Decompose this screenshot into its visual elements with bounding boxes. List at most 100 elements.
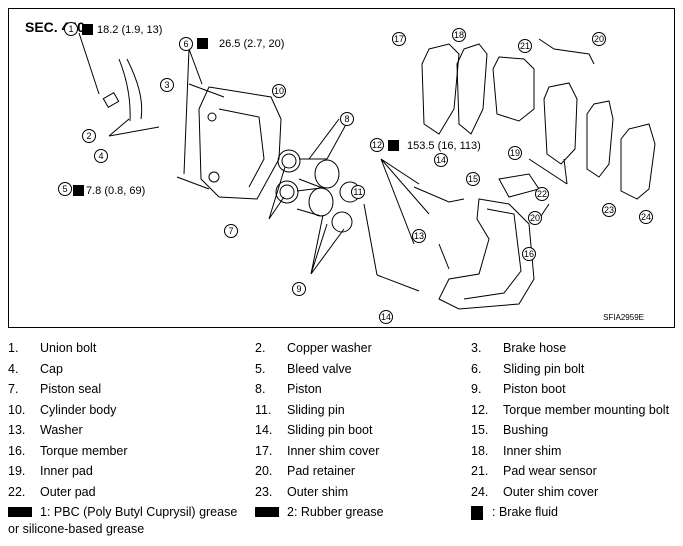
- legend-label: Washer: [40, 423, 83, 437]
- svg-text:20: 20: [594, 34, 604, 44]
- legend-label: Sliding pin: [287, 402, 345, 417]
- svg-text:13: 13: [414, 231, 424, 241]
- torque-icon: [388, 140, 399, 151]
- legend-label: Pad retainer: [287, 464, 356, 478]
- torque-t1: 18.2 (1.9, 13): [97, 24, 162, 36]
- legend-label: Inner pad: [40, 464, 93, 478]
- svg-text:6: 6: [183, 39, 188, 49]
- legend-number: 1.: [8, 341, 19, 355]
- svg-text:10: 10: [274, 86, 284, 96]
- legend-number: 5.: [255, 361, 266, 376]
- svg-text:9: 9: [296, 284, 301, 294]
- legend-label: Cap: [40, 361, 63, 376]
- callout-20: 20: [592, 32, 606, 46]
- legend-label: Outer shim: [287, 484, 349, 499]
- legend-label: Torque member mounting bolt: [503, 402, 670, 417]
- svg-text:7: 7: [228, 226, 233, 236]
- legend-number: 23.: [255, 484, 273, 499]
- callout-6: 6: [179, 37, 193, 51]
- callout-5: 5: [58, 182, 72, 196]
- callout-14: 14: [434, 153, 448, 167]
- legend-label: Bushing: [503, 423, 549, 437]
- legend-label: Pad wear sensor: [503, 464, 597, 478]
- parts-legend: 1. Union bolt 2. Copper washer 3. Brake hose 4…: [0, 333, 683, 546]
- legend-number: 6.: [471, 361, 482, 376]
- key-grease-2: 2: Rubber grease: [287, 505, 384, 519]
- callout-19: 19: [508, 146, 522, 160]
- svg-text:23: 23: [604, 205, 614, 215]
- legend-number: 24.: [471, 484, 489, 499]
- callout-9: 9: [292, 282, 306, 296]
- torque-t12: 153.5 (16, 113): [407, 140, 481, 152]
- callout-14-lower: 14: [379, 310, 393, 324]
- callout-23: 23: [602, 203, 616, 217]
- callout-13: 13: [412, 229, 426, 243]
- svg-text:24: 24: [641, 212, 651, 222]
- legend-label: Piston seal: [40, 382, 102, 396]
- legend-number: 21.: [471, 464, 489, 478]
- svg-text:1: 1: [68, 24, 73, 34]
- svg-text:12: 12: [372, 140, 382, 150]
- legend-number: 3.: [471, 341, 482, 355]
- legend-label: Sliding pin boot: [287, 423, 373, 437]
- key-grease-1-cont: or silicone-based grease: [8, 522, 145, 536]
- legend-number: 18.: [471, 443, 489, 458]
- callout-16: 16: [522, 247, 536, 261]
- legend-number: 20.: [255, 464, 273, 478]
- legend-number: 2.: [255, 341, 266, 355]
- legend-number: 9.: [471, 382, 482, 396]
- svg-text:19: 19: [510, 148, 520, 158]
- callout-4: 4: [94, 149, 108, 163]
- grease-icon: [8, 507, 32, 517]
- legend-label: Piston: [287, 382, 322, 396]
- legend-label: Piston boot: [503, 382, 566, 396]
- callout-15: 15: [466, 172, 480, 186]
- callout-24: 24: [639, 210, 653, 224]
- legend-number: 8.: [255, 382, 266, 396]
- legend-number: 10.: [8, 402, 26, 417]
- legend-label: Outer shim cover: [503, 484, 599, 499]
- exploded-diagram: SEC. 440: [8, 8, 675, 328]
- legend-label: Bleed valve: [287, 361, 352, 376]
- legend-number: 14.: [255, 423, 273, 437]
- callout-3: 3: [160, 78, 174, 92]
- svg-text:16: 16: [524, 249, 534, 259]
- key-brake-fluid: : Brake fluid: [492, 505, 559, 519]
- legend-number: 19.: [8, 464, 26, 478]
- svg-text:17: 17: [394, 34, 404, 44]
- svg-text:20: 20: [530, 213, 540, 223]
- brake-fluid-icon: [471, 506, 483, 520]
- legend-number: 13.: [8, 423, 26, 437]
- legend-number: 16.: [8, 443, 26, 458]
- svg-text:5: 5: [62, 184, 67, 194]
- torque-t6: 26.5 (2.7, 20): [219, 38, 284, 50]
- grease-icon: [255, 507, 279, 517]
- legend-number: 11.: [255, 402, 272, 417]
- torque-icon: [73, 185, 84, 196]
- callout-1: 1: [64, 22, 78, 36]
- legend-label: Outer pad: [40, 484, 96, 499]
- svg-text:2: 2: [86, 131, 91, 141]
- torque-icon: [82, 24, 93, 35]
- legend-label: Brake hose: [503, 341, 567, 355]
- callout-18: 18: [452, 28, 466, 42]
- callout-10: 10: [272, 84, 286, 98]
- legend-number: 15.: [471, 423, 489, 437]
- svg-text:18: 18: [454, 30, 464, 40]
- svg-text:22: 22: [537, 189, 547, 199]
- legend-number: 4.: [8, 361, 19, 376]
- svg-text:14: 14: [381, 312, 391, 322]
- legend-label: Sliding pin bolt: [503, 361, 585, 376]
- callout-11: 11: [351, 185, 365, 199]
- torque-t5: 7.8 (0.8, 69): [86, 185, 145, 197]
- legend-label: Inner shim cover: [287, 443, 380, 458]
- callout-21: 21: [518, 39, 532, 53]
- legend-label: Copper washer: [287, 341, 372, 355]
- key-grease-1: 1: PBC (Poly Butyl Cuprysil) grease: [40, 505, 238, 519]
- legend-label: Union bolt: [40, 341, 97, 355]
- svg-text:3: 3: [164, 80, 169, 90]
- svg-text:14: 14: [436, 155, 446, 165]
- legend-number: 17.: [255, 443, 273, 458]
- legend-number: 22.: [8, 484, 26, 499]
